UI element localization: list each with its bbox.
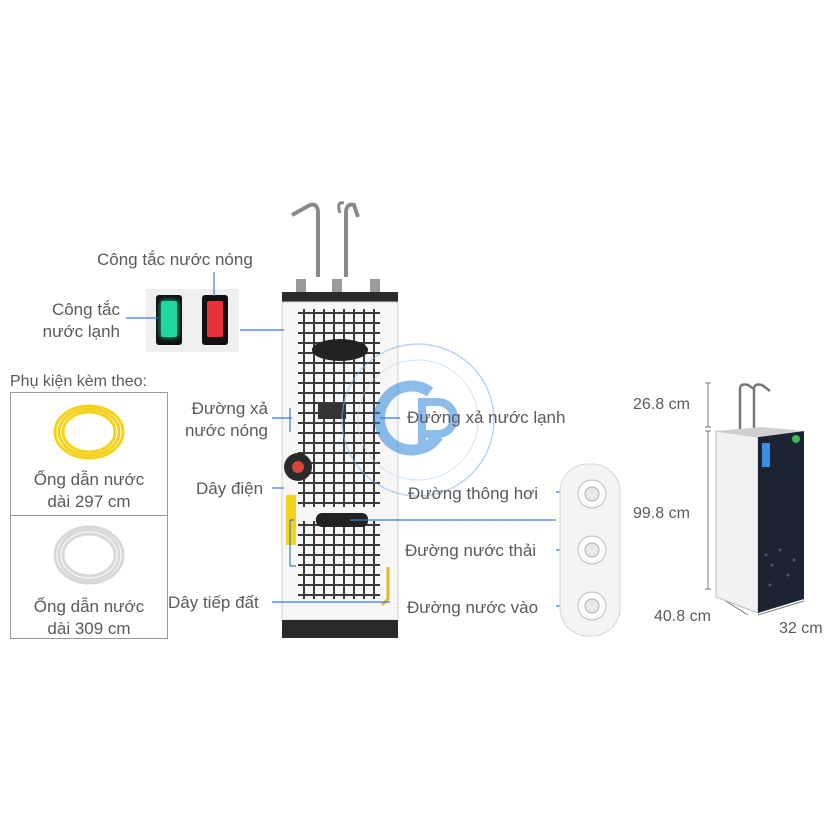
cold-switch-label-line2: nước lạnh — [42, 322, 120, 341]
cold-switch-indicator — [161, 301, 177, 337]
cold-drain-label: Đường xả nước lạnh — [407, 408, 566, 427]
top-height-label: 26.8 cm — [633, 396, 690, 413]
hot-drain-label-line2: nước nóng — [184, 421, 268, 440]
hot-switch-label: Công tắc nước nóng — [97, 250, 253, 269]
accessory-card-2: Ống dẫn nước dài 309 cm — [10, 515, 168, 639]
body-height-label: 99.8 cm — [633, 505, 690, 522]
vent-line-label: Đường thông hơi — [408, 484, 539, 503]
depth-label: 40.8 cm — [654, 608, 711, 625]
connector-panel — [559, 463, 621, 637]
accessories-title: Phụ kiện kèm theo: — [10, 373, 147, 390]
watermark-logo — [341, 343, 495, 497]
accessory-card-1: Ống dẫn nước dài 297 cm — [10, 392, 168, 516]
accessory-1-line1: Ống dẫn nước — [33, 470, 145, 489]
hot-water-switch — [202, 295, 228, 345]
ground-wire-label: Dây tiếp đất — [168, 593, 259, 612]
accessory-1-line2: dài 297 cm — [47, 492, 131, 511]
width-label: 32 cm — [779, 620, 823, 637]
accessory-2-line1: Ống dẫn nước — [33, 597, 145, 616]
yellow-tube-icon — [53, 404, 125, 460]
cold-switch-label-line1: Công tắc — [51, 300, 120, 319]
hot-switch-indicator — [207, 301, 223, 337]
white-tube-icon — [53, 525, 125, 585]
power-cord-label: Dây điện — [196, 479, 264, 498]
hot-drain-label-line1: Đường xả — [191, 399, 268, 418]
accessory-2-line2: dài 309 cm — [47, 619, 131, 638]
cold-water-switch — [156, 295, 182, 345]
waste-line-label: Đường nước thải — [405, 541, 537, 560]
inlet-line-label: Đường nước vào — [407, 598, 539, 617]
dispenser-dimension-view — [705, 382, 805, 616]
